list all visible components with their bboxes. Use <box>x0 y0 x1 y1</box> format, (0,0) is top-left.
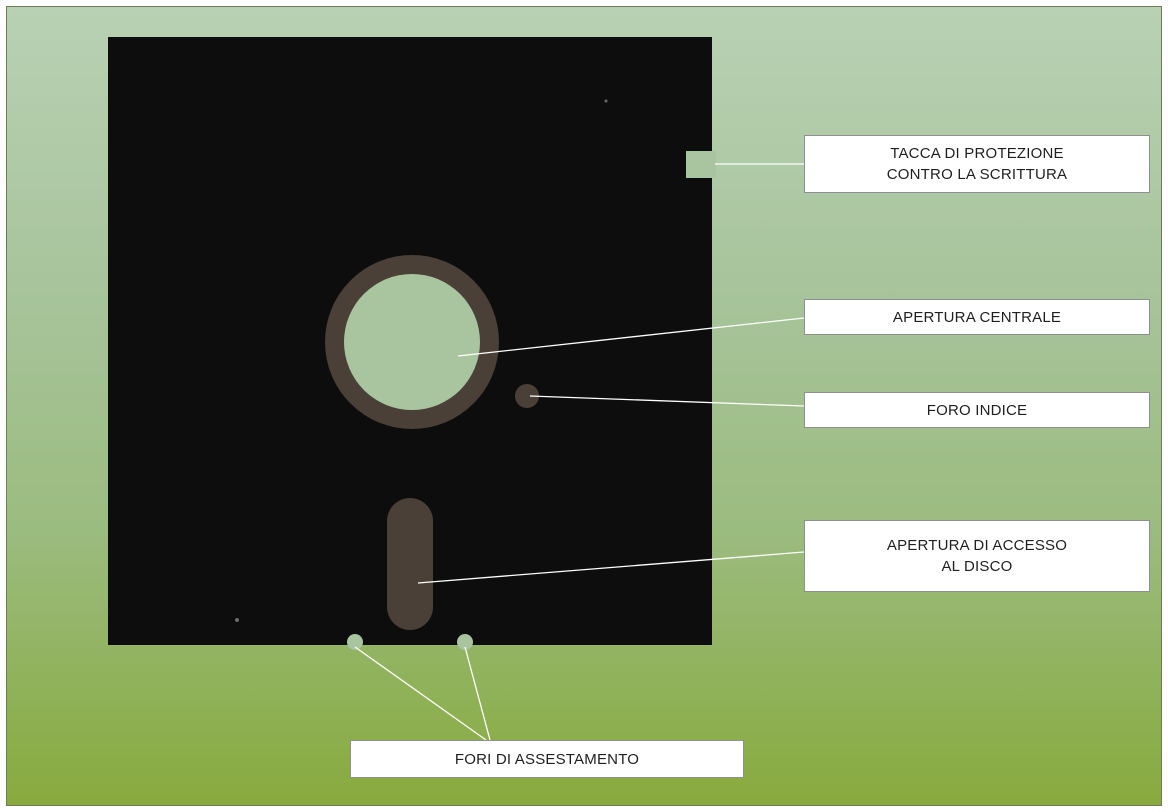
central-opening <box>344 274 480 410</box>
callout-access-line2: AL DISCO <box>941 558 1013 575</box>
callout-disk-access-slot: APERTURA DI ACCESSO AL DISCO <box>804 520 1150 592</box>
callout-access-line1: APERTURA DI ACCESSO <box>886 537 1068 554</box>
leader-alignment-right <box>464 646 491 741</box>
callout-write-protect-line2: CONTRO LA SCRITTURA <box>886 166 1068 183</box>
callout-index-hole-text: FORO INDICE <box>926 401 1028 419</box>
write-protect-notch <box>686 151 716 178</box>
callout-alignment-holes: FORI DI ASSESTAMENTO <box>350 740 744 778</box>
alignment-hole-right <box>457 634 473 650</box>
disk-access-slot <box>387 498 433 630</box>
leader-central-opening <box>457 317 805 357</box>
leader-alignment-left <box>354 646 487 741</box>
alignment-hole-left <box>347 634 363 650</box>
callout-write-protect-notch: TACCA DI PROTEZIONE CONTRO LA SCRITTURA <box>804 135 1150 193</box>
leader-index-hole <box>529 395 805 407</box>
leader-lines <box>354 163 805 741</box>
callout-index-hole: FORO INDICE <box>804 392 1150 428</box>
index-hole <box>515 384 539 408</box>
jacket-speck <box>235 618 239 622</box>
callout-alignment-text: FORI DI ASSESTAMENTO <box>454 750 640 768</box>
jacket-speck <box>604 99 608 103</box>
callout-write-protect-line1: TACCA DI PROTEZIONE <box>890 145 1064 162</box>
leader-access-slot <box>417 551 805 584</box>
callout-central-opening-text: APERTURA CENTRALE <box>892 308 1062 326</box>
callout-central-opening: APERTURA CENTRALE <box>804 299 1150 335</box>
